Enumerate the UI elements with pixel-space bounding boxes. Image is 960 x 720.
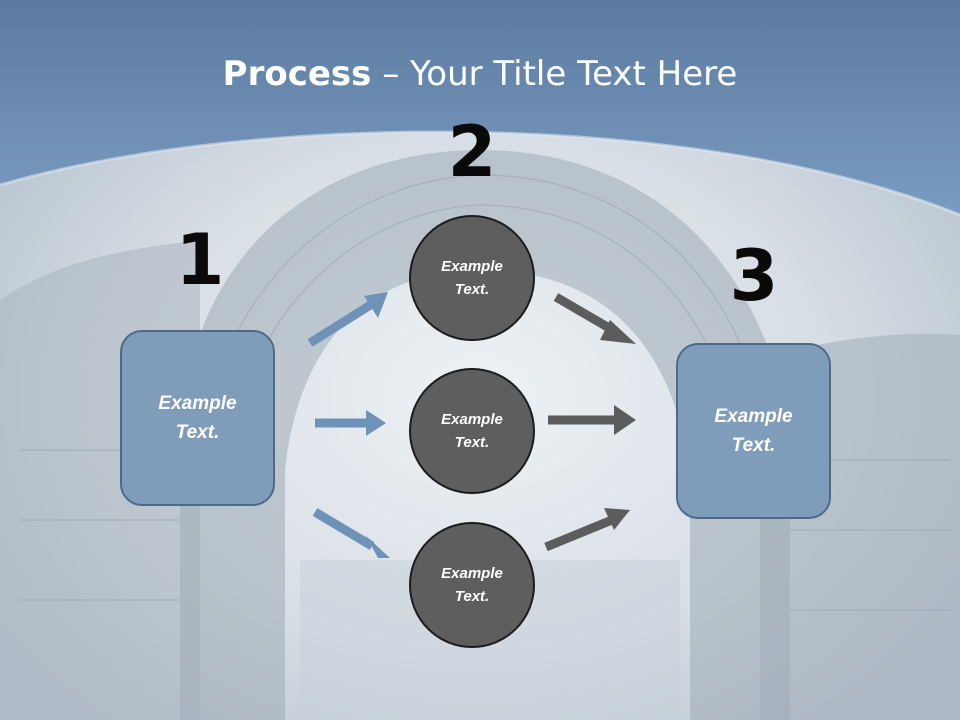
step-number-1: 1 <box>175 219 225 301</box>
circle-middle-text: Example Text. <box>441 411 503 451</box>
circle-bottom: Example Text. <box>409 522 535 648</box>
step-box-3: Example Text. <box>676 343 831 519</box>
title-bold: Process <box>222 54 372 94</box>
step-number-2: 2 <box>447 111 497 193</box>
arrow-from-circle-bottom <box>544 508 630 552</box>
title-separator: – <box>371 54 411 94</box>
arrow-from-circle-top <box>553 293 636 344</box>
arrow-to-circle-top <box>307 292 388 347</box>
circle-top-text: Example Text. <box>441 258 503 298</box>
arrow-to-circle-middle <box>315 410 386 436</box>
circle-top: Example Text. <box>409 215 535 341</box>
step-number-3: 3 <box>729 235 779 317</box>
slide-title: Process – Your Title Text Here <box>0 52 960 96</box>
circle-middle: Example Text. <box>409 368 535 494</box>
circle-bottom-text: Example Text. <box>441 565 503 605</box>
step-box-1: Example Text. <box>120 330 275 506</box>
step-box-3-text: Example Text. <box>714 406 793 456</box>
arrow-to-circle-bottom <box>312 508 390 558</box>
arrow-from-circle-middle <box>548 405 636 435</box>
title-text: Your Title Text Here <box>410 54 738 94</box>
step-box-1-text: Example Text. <box>158 393 237 443</box>
